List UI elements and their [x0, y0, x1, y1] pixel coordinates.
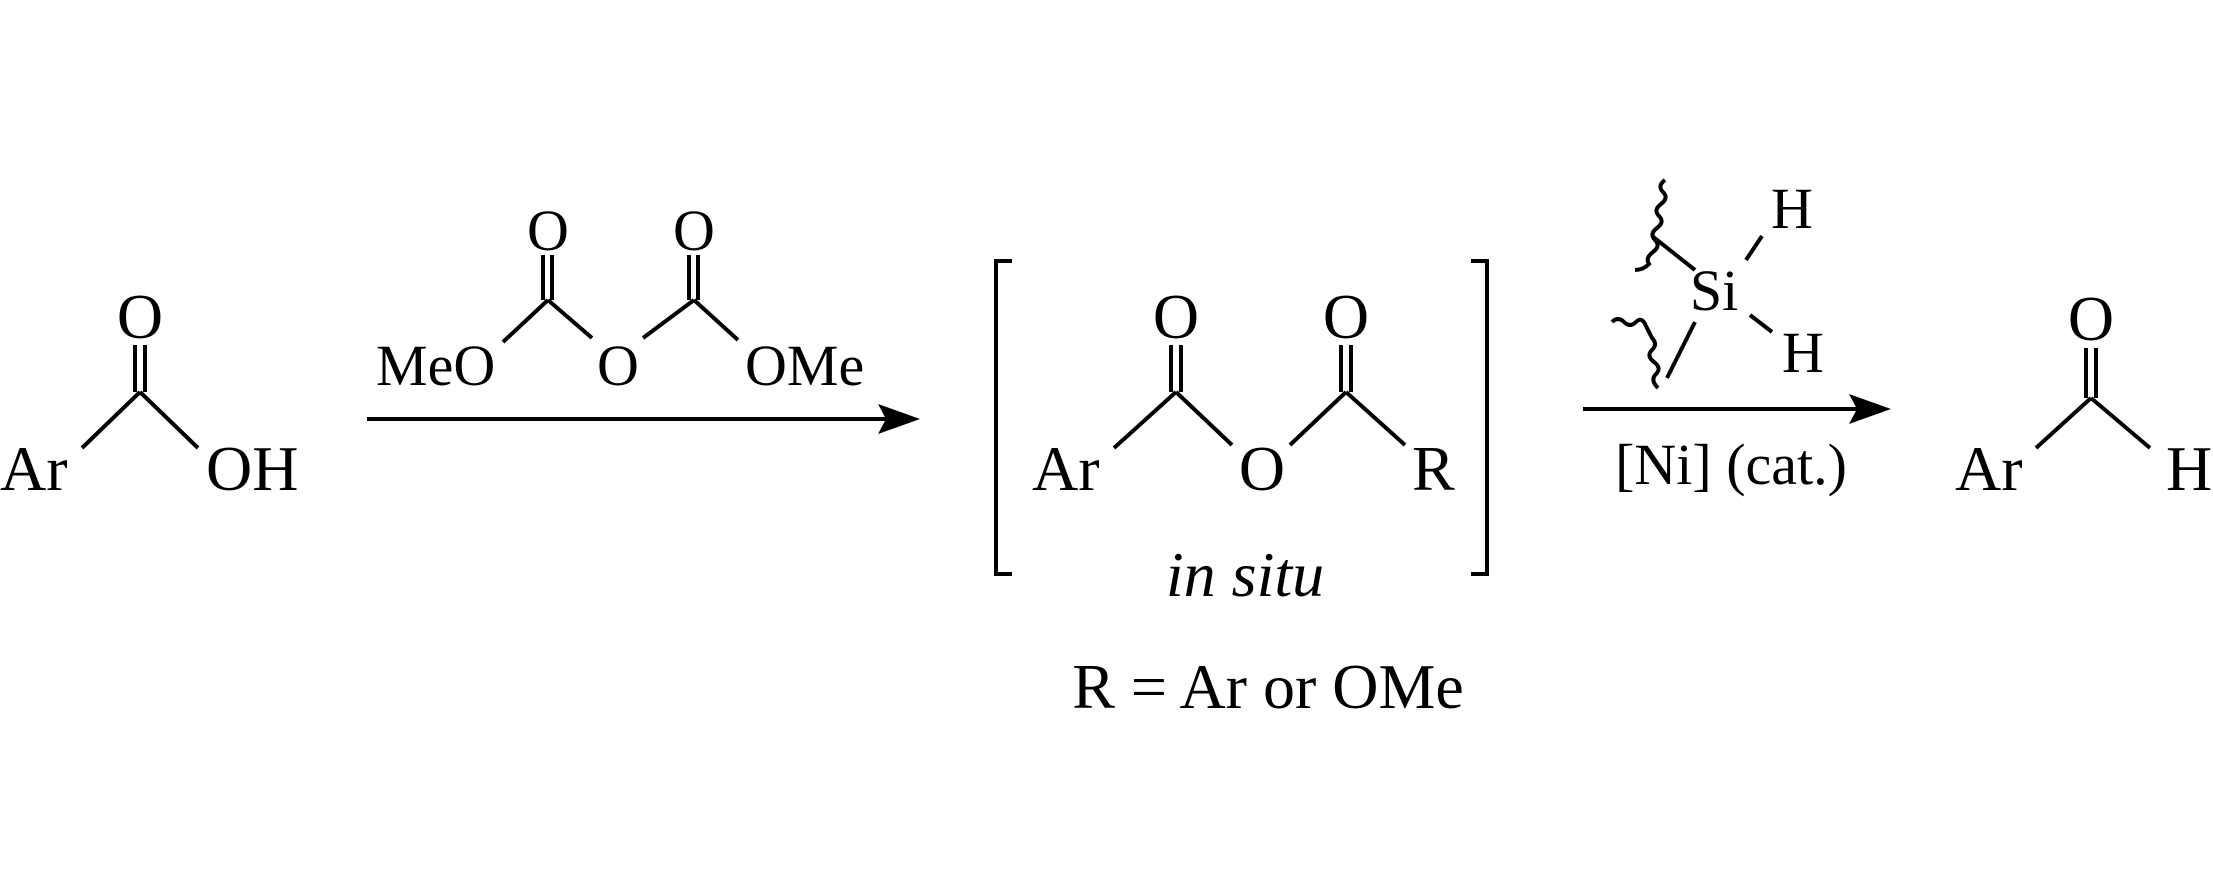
atom-ar: Ar — [0, 433, 68, 504]
left-bracket — [994, 259, 1012, 576]
atom-ar: Ar — [1955, 433, 2023, 504]
in-situ-label: in situ — [1166, 539, 1324, 610]
arrowhead — [1849, 394, 1891, 424]
bond — [138, 390, 200, 450]
wavy-bond — [1634, 178, 1668, 272]
atom-o: O — [117, 281, 163, 352]
atom-o: O — [1153, 281, 1199, 352]
right-bracket — [1471, 259, 1489, 576]
arrowhead — [878, 404, 920, 434]
wavy-bond — [1610, 317, 1661, 390]
reaction-arrow-1 — [367, 404, 920, 434]
aldehyde-product: Ar O H — [1955, 283, 2212, 504]
bond — [80, 390, 142, 450]
atom-o: O — [1323, 281, 1369, 352]
catalyst-label: [Ni] (cat.) — [1615, 432, 1847, 497]
atom-h: H — [1771, 176, 1813, 241]
reaction-arrow-2 — [1583, 394, 1891, 424]
atom-o: O — [527, 198, 569, 263]
atom-h: H — [1782, 320, 1824, 385]
atom-o: O — [673, 198, 715, 263]
atom-h: H — [2166, 433, 2212, 504]
intermediate-anhydride: Ar O R O O in situ — [994, 259, 1489, 610]
atom-meo: MeO — [376, 333, 495, 398]
r-definition: R = Ar or OMe — [1072, 651, 1464, 722]
dimethyl-dicarbonate: MeO O OMe O O — [376, 198, 864, 398]
atom-si: Si — [1690, 258, 1738, 323]
carboxylic-acid: Ar O OH — [0, 281, 298, 504]
atom-oh: OH — [206, 433, 298, 504]
silane-reagent: Si H H — [1610, 176, 1824, 390]
atom-o-bridge: O — [597, 333, 639, 398]
atom-r: R — [1412, 433, 1455, 504]
atom-o-bridge: O — [1239, 433, 1285, 504]
atom-o: O — [2068, 283, 2114, 354]
atom-ome: OMe — [745, 333, 864, 398]
atom-ar: Ar — [1032, 433, 1100, 504]
